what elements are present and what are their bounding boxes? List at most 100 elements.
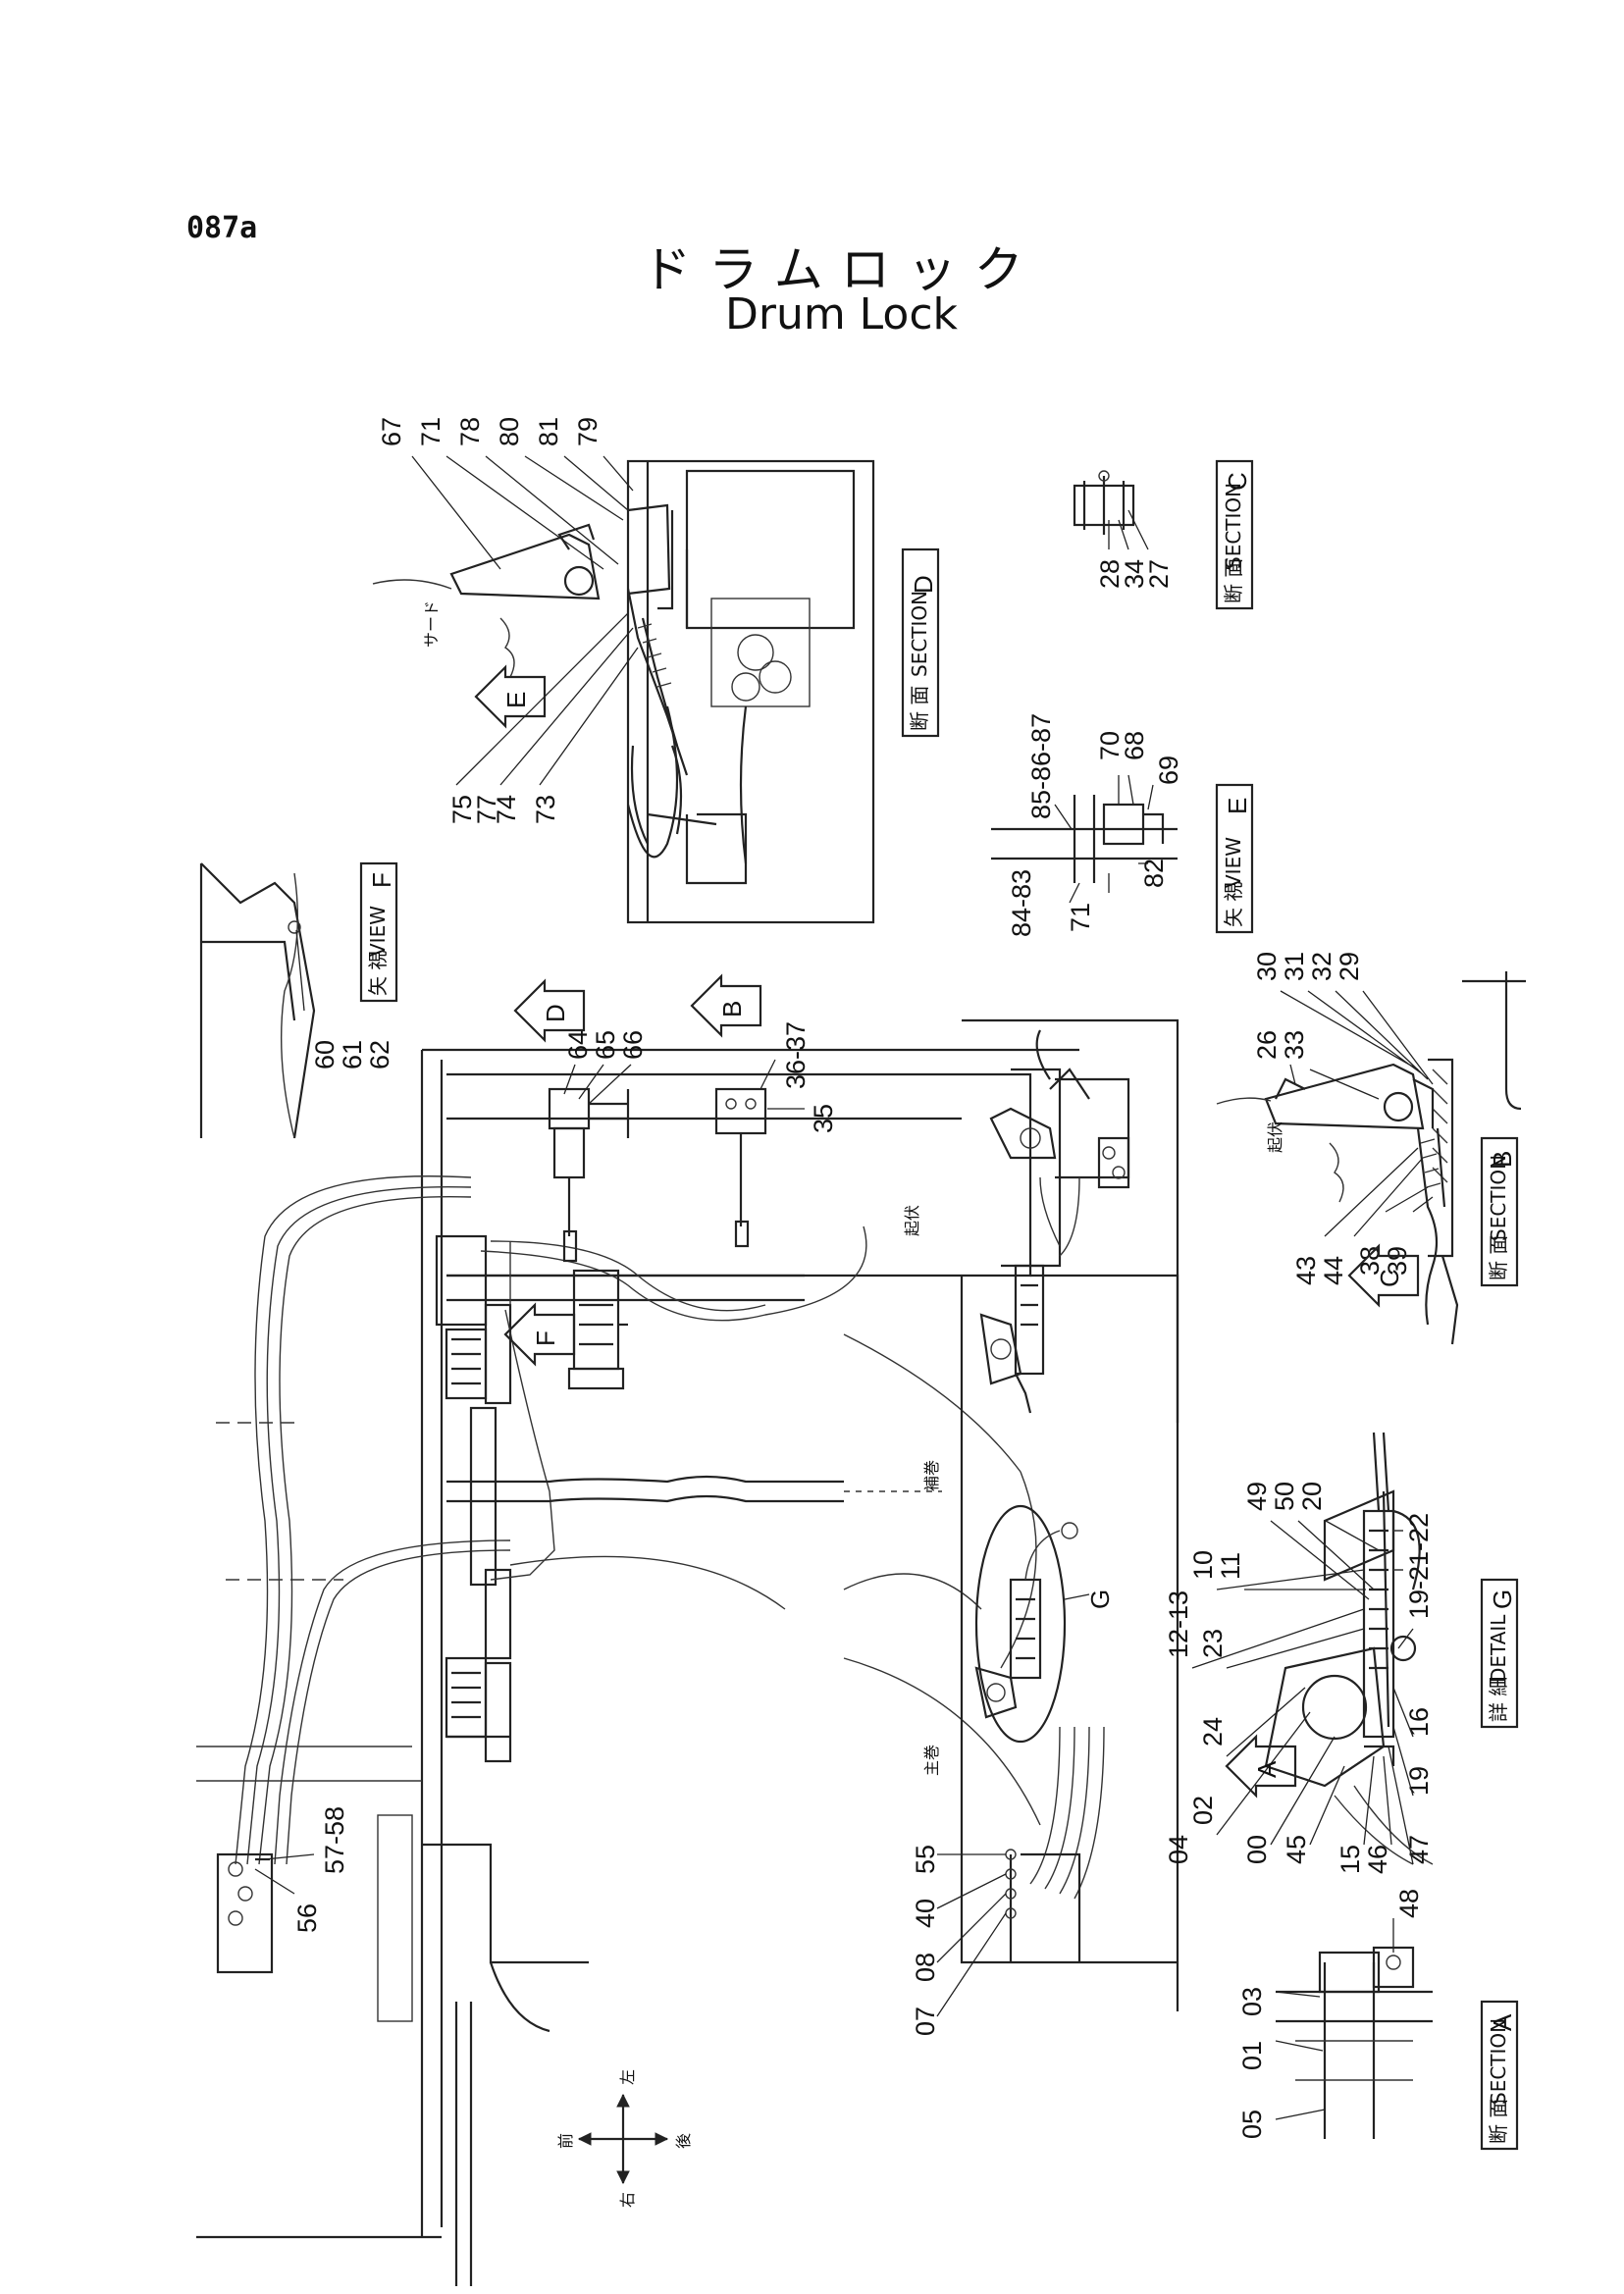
direction-rear: 後 bbox=[674, 2133, 693, 2149]
section-d-label: 断 面 SECTION D bbox=[901, 547, 940, 738]
svg-text:矢 視: 矢 視 bbox=[366, 951, 390, 996]
svg-text:VIEW: VIEW bbox=[1222, 837, 1245, 888]
svg-text:E: E bbox=[1223, 798, 1252, 814]
detail-marker-g: G bbox=[1085, 1590, 1115, 1609]
view-f-view: 60 61 62 bbox=[199, 862, 394, 1139]
break-line bbox=[499, 617, 515, 678]
direction-right: 右 bbox=[618, 2192, 637, 2208]
callout-34: 34 bbox=[1120, 559, 1149, 589]
callout-43: 43 bbox=[1291, 1256, 1321, 1285]
callout-32: 32 bbox=[1307, 952, 1336, 981]
svg-text:詳 細: 詳 細 bbox=[1487, 1677, 1510, 1722]
callout-78: 78 bbox=[455, 417, 485, 446]
section-d-callouts: 67 71 78 80 81 79 75 74 73 bbox=[377, 417, 639, 824]
svg-text:断 面: 断 面 bbox=[908, 686, 931, 731]
section-a-view: 48 03 01 05 bbox=[1237, 1889, 1433, 2139]
callout-05: 05 bbox=[1237, 2110, 1267, 2139]
view-arrow-f: F bbox=[503, 1302, 576, 1367]
view-arrow-d: D bbox=[513, 978, 586, 1043]
callout-56: 56 bbox=[292, 1903, 322, 1933]
section-b-callouts: 30 31 32 29 26 33 43 44 38 39 bbox=[1252, 952, 1434, 1285]
svg-text:断 面: 断 面 bbox=[1487, 1235, 1510, 1280]
detail-g-label: 詳 細 DETAIL G bbox=[1480, 1578, 1519, 1729]
view-arrow-b: B bbox=[690, 973, 762, 1038]
note-third: サード bbox=[422, 600, 441, 648]
callout-65: 65 bbox=[591, 1030, 620, 1060]
callout-55: 55 bbox=[911, 1845, 940, 1874]
section-c-view: 28 34 27 bbox=[1073, 470, 1174, 589]
callout-64: 64 bbox=[563, 1030, 593, 1060]
callout-08: 08 bbox=[911, 1953, 940, 1982]
title-japanese: ドラムロック bbox=[642, 241, 1041, 298]
direction-front: 前 bbox=[556, 2133, 575, 2149]
callout-07: 07 bbox=[911, 2007, 940, 2036]
svg-text:DETAIL: DETAIL bbox=[1487, 1614, 1510, 1683]
callout-82: 82 bbox=[1139, 859, 1169, 888]
callout-30: 30 bbox=[1252, 952, 1282, 981]
callout-75-77: 75 bbox=[447, 795, 477, 824]
svg-text:D: D bbox=[541, 1004, 570, 1022]
svg-text:B: B bbox=[717, 1001, 747, 1017]
callout-33: 33 bbox=[1280, 1030, 1309, 1060]
callout-36-37: 36-37 bbox=[781, 1021, 811, 1089]
callout-61: 61 bbox=[338, 1040, 367, 1069]
view-e-label: 矢 視 VIEW E bbox=[1215, 783, 1254, 934]
svg-text:SECTION: SECTION bbox=[1222, 483, 1245, 569]
main-plan-right: G 起伏 補巻 主巻 bbox=[903, 1018, 1179, 2011]
callout-77-group: 77 bbox=[472, 795, 501, 824]
note-kifuku-2: 起伏 bbox=[1266, 1121, 1284, 1153]
callout-27: 27 bbox=[1144, 559, 1174, 589]
svg-text:E: E bbox=[501, 692, 531, 708]
view-f-label: 矢 視 VIEW F bbox=[359, 861, 398, 1003]
callout-57-58: 57-58 bbox=[320, 1806, 349, 1874]
callout-24: 24 bbox=[1198, 1717, 1228, 1747]
callout-81: 81 bbox=[534, 417, 563, 446]
svg-text:C: C bbox=[1375, 1269, 1404, 1287]
callout-35: 35 bbox=[809, 1104, 838, 1133]
callout-15: 15 bbox=[1336, 1845, 1365, 1874]
direction-left: 左 bbox=[618, 2069, 637, 2085]
svg-text:A: A bbox=[1252, 1760, 1282, 1778]
svg-text:断 面: 断 面 bbox=[1487, 2099, 1510, 2144]
callout-40: 40 bbox=[911, 1899, 940, 1928]
svg-text:断 面: 断 面 bbox=[1222, 558, 1245, 603]
view-arrow-e: E bbox=[474, 664, 547, 729]
callout-03: 03 bbox=[1237, 1987, 1267, 2016]
svg-text:G: G bbox=[1488, 1590, 1517, 1609]
callout-79: 79 bbox=[573, 417, 602, 446]
callout-69: 69 bbox=[1154, 756, 1183, 785]
callout-68: 68 bbox=[1120, 731, 1149, 760]
svg-text:SECTION: SECTION bbox=[1487, 2018, 1510, 2105]
svg-text:A: A bbox=[1488, 2013, 1517, 2031]
svg-text:SECTION: SECTION bbox=[1487, 1155, 1510, 1241]
callout-77: 77 bbox=[472, 795, 501, 824]
callout-28: 28 bbox=[1095, 559, 1125, 589]
svg-text:B: B bbox=[1488, 1151, 1517, 1168]
svg-text:矢 視: 矢 視 bbox=[1222, 882, 1245, 927]
callout-67: 67 bbox=[377, 417, 406, 446]
callout-20: 20 bbox=[1297, 1482, 1327, 1511]
callout-10: 10 bbox=[1188, 1550, 1218, 1580]
section-d-view bbox=[372, 459, 875, 924]
callout-12-13: 12-13 bbox=[1164, 1590, 1193, 1658]
callout-74: 74 bbox=[492, 795, 521, 824]
callout-66: 66 bbox=[618, 1030, 648, 1060]
callout-70: 70 bbox=[1095, 731, 1125, 760]
svg-text:D: D bbox=[909, 575, 938, 594]
svg-text:F: F bbox=[367, 872, 396, 888]
callout-11: 11 bbox=[1216, 1552, 1245, 1580]
section-a-label: 断 面 SECTION A bbox=[1480, 2000, 1519, 2151]
callout-80: 80 bbox=[495, 417, 524, 446]
callout-71-e: 71 bbox=[1066, 903, 1095, 932]
callout-19-21-22: 19-21-22 bbox=[1404, 1513, 1434, 1619]
main-plan-view bbox=[196, 1048, 1179, 2286]
section-b-view: 起伏 bbox=[1216, 971, 1526, 1345]
callout-45: 45 bbox=[1282, 1835, 1311, 1864]
callout-50: 50 bbox=[1270, 1482, 1299, 1511]
callout-48: 48 bbox=[1394, 1889, 1424, 1918]
detail-g-view bbox=[1264, 1432, 1434, 1865]
note-kifuku-1: 起伏 bbox=[903, 1205, 921, 1236]
section-c-label: 断 面 SECTION C bbox=[1215, 459, 1254, 610]
view-arrow-a: A bbox=[1225, 1734, 1297, 1799]
